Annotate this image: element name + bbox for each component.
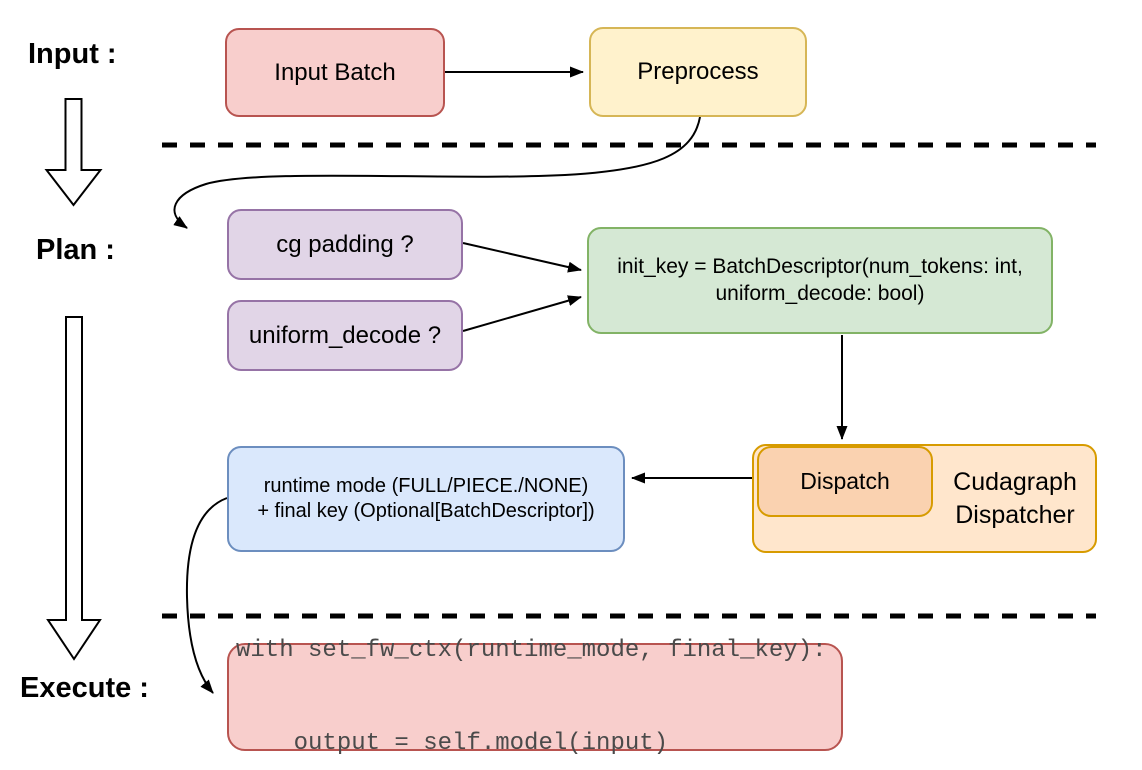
runtime-mode-node: runtime mode (FULL/PIECE./NONE) + final …: [227, 446, 625, 552]
init-key-line1: init_key = BatchDescriptor(num_tokens: i…: [617, 255, 1023, 279]
plan-stage-down-arrow-icon: [46, 316, 102, 661]
cudagraph-dispatcher-line1: Cudagraph: [953, 468, 1077, 496]
runtime-mode-line2: + final key (Optional[BatchDescriptor]): [257, 500, 595, 522]
cg-padding-label: cg padding ?: [276, 230, 414, 258]
dispatch-node: Dispatch: [757, 446, 933, 517]
cudagraph-dispatcher-line2: Dispatcher: [955, 500, 1075, 529]
stage-label-execute: Execute :: [20, 672, 149, 704]
connector-preprocess-to-cgpadding: [173, 116, 701, 229]
execute-code-line1: with set_fw_ctx(runtime_mode, final_key)…: [236, 637, 827, 664]
connector-cgpadding-to-initkey: [462, 242, 582, 273]
input-batch-node: Input Batch: [225, 28, 445, 117]
cg-padding-node: cg padding ?: [227, 209, 463, 280]
execute-code-node: with set_fw_ctx(runtime_mode, final_key)…: [227, 637, 843, 757]
init-key-node: init_key = BatchDescriptor(num_tokens: i…: [587, 227, 1053, 334]
preprocess-node: Preprocess: [589, 27, 807, 117]
stage-label-input: Input :: [28, 38, 117, 70]
uniform-decode-label: uniform_decode ?: [248, 321, 442, 349]
connector-uniformdecode-to-initkey: [462, 295, 582, 332]
runtime-mode-line1: runtime mode (FULL/PIECE./NONE): [263, 475, 589, 497]
preprocess-label: Preprocess: [637, 58, 759, 85]
connector-runtimemode-to-execute: [185, 497, 228, 694]
uniform-decode-node: uniform_decode ?: [227, 300, 463, 371]
init-key-line2: uniform_decode: bool): [715, 281, 925, 305]
input-batch-label: Input Batch: [274, 58, 396, 86]
stage-label-plan: Plan :: [36, 234, 115, 266]
cudagraph-dispatcher-label: Cudagraph Dispatcher: [933, 444, 1097, 553]
execute-code-line2: output = self.model(input): [236, 730, 669, 757]
dispatch-label: Dispatch: [800, 468, 890, 495]
input-stage-down-arrow-icon: [44, 98, 103, 207]
